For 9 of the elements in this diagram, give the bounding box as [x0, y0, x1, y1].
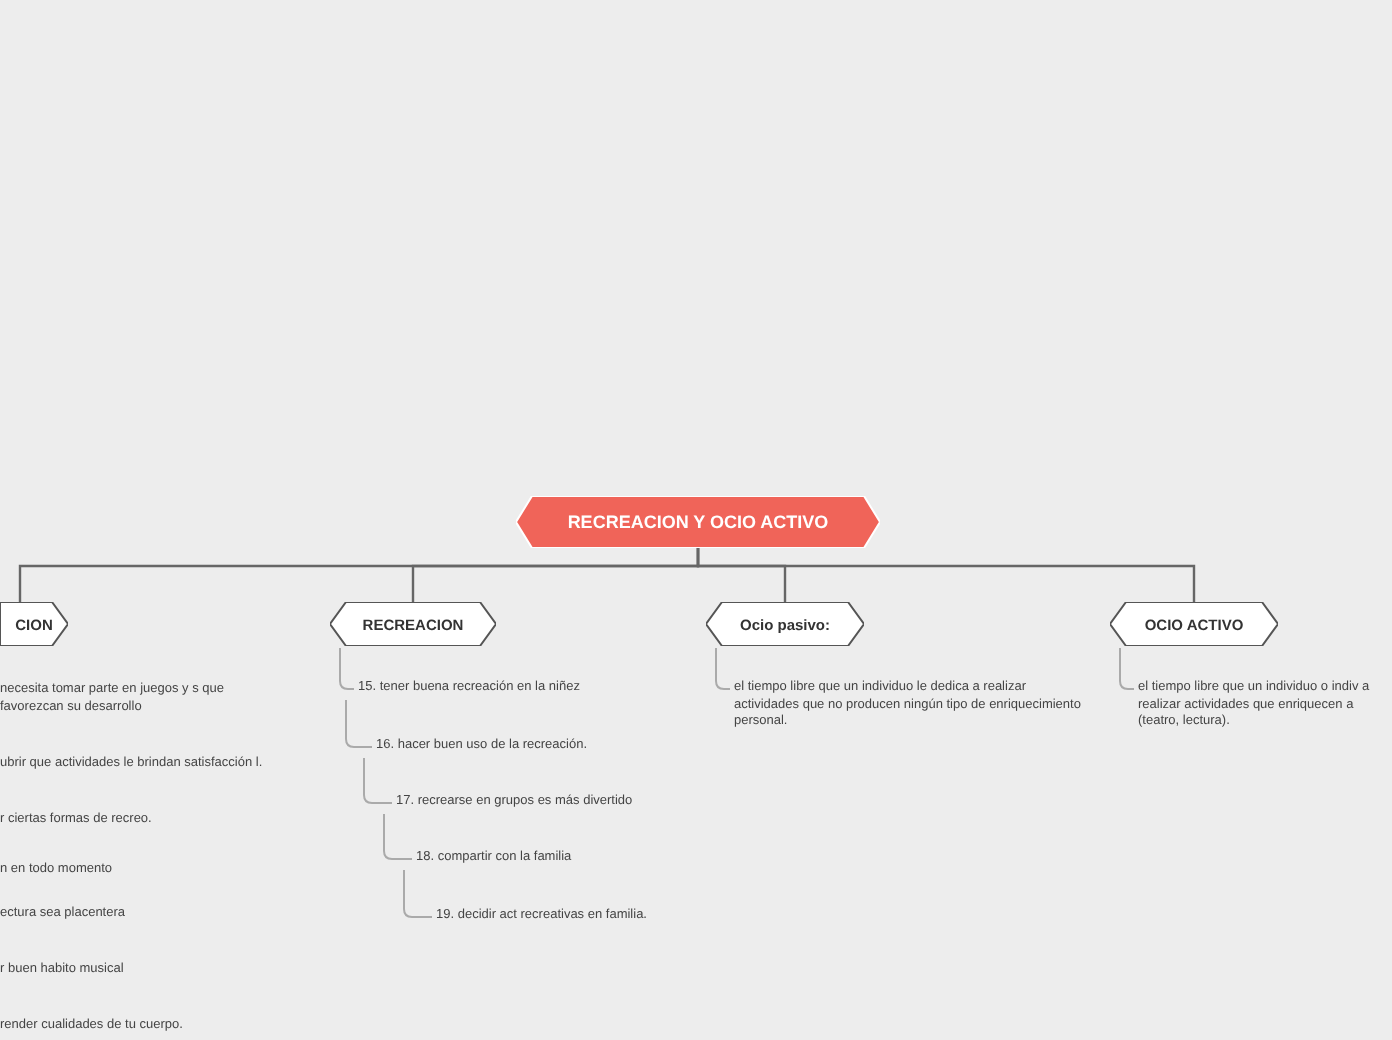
leader-line [1119, 647, 1135, 690]
tree-connector [696, 548, 1196, 602]
leader-line [403, 869, 433, 918]
leader-line [345, 699, 373, 748]
leader-line [715, 647, 731, 690]
central-topic: RECREACION Y OCIO ACTIVO [516, 496, 880, 548]
leader-line [339, 647, 355, 690]
leader-line [363, 757, 393, 804]
leader-line [383, 813, 413, 860]
